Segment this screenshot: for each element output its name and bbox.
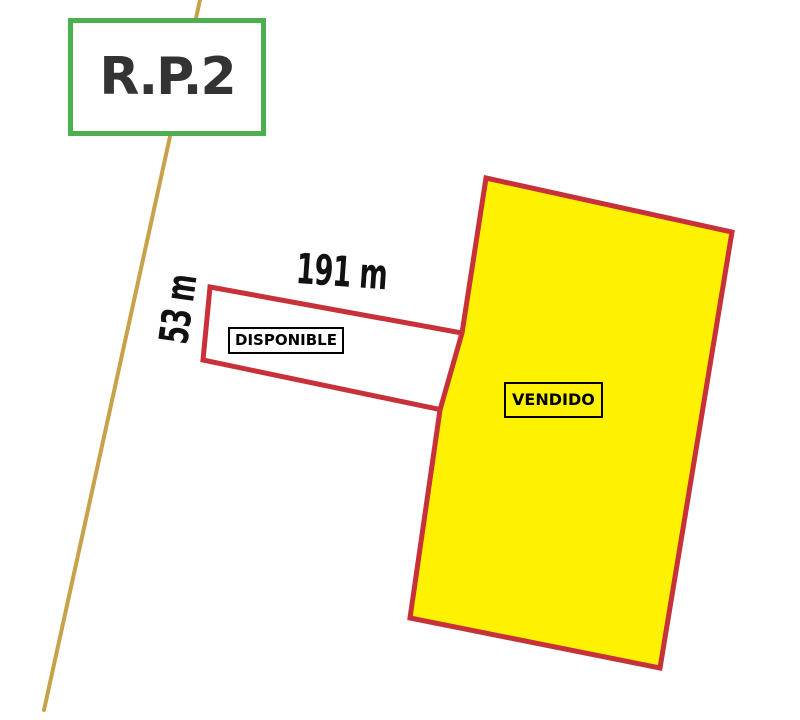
lot-sold[interactable] [407, 174, 735, 671]
available-lot-label: DISPONIBLE [228, 327, 344, 354]
road-sign: R.P.2 [68, 18, 266, 136]
sold-lot-label: VENDIDO [504, 382, 603, 418]
lot-length-label: 191 m [294, 244, 389, 300]
road-sign-text: R.P.2 [99, 47, 236, 107]
lot-width-label: 53 m [151, 271, 207, 347]
